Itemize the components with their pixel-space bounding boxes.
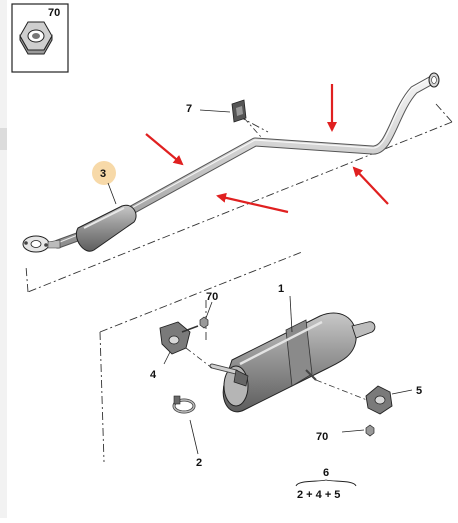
bracket-left: 4 — [150, 321, 213, 381]
corner-part-box: 70 — [11, 3, 69, 73]
callout-7-label: 7 — [186, 103, 192, 115]
hex-nut-icon — [19, 21, 53, 55]
kit-legend: 6 2 + 4 + 5 — [295, 467, 357, 501]
callout-70-right-label: 70 — [316, 431, 328, 443]
highlight-marker-front-pipe: 3 — [92, 161, 117, 205]
front-resonator — [76, 204, 137, 252]
front-exhaust-pipe — [22, 72, 440, 253]
callout-4-label: 4 — [150, 369, 157, 381]
nut-left: 70 — [199, 291, 218, 329]
callout-2-label: 2 — [196, 457, 202, 469]
kit-formula: 2 + 4 + 5 — [297, 489, 340, 501]
nut-right: 70 — [316, 424, 375, 443]
callout-1-label: 1 — [278, 283, 284, 295]
outlet-end — [428, 72, 440, 88]
left-edge-tab — [0, 128, 7, 150]
rear-silencer: 1 — [209, 283, 376, 413]
corner-box-label: 70 — [48, 7, 60, 19]
clamp-rear: 2 — [172, 395, 202, 469]
clamp-front: 7 — [186, 99, 263, 139]
callout-70-left-label: 70 — [206, 291, 218, 303]
bracket-right: 5 — [365, 385, 422, 415]
inlet-flange — [22, 235, 61, 253]
callout-5-label: 5 — [416, 385, 422, 397]
callout-3-label: 3 — [100, 168, 106, 180]
red-arrow-icon — [145, 84, 389, 214]
kit-number: 6 — [323, 467, 329, 479]
left-edge-strip — [0, 0, 7, 518]
